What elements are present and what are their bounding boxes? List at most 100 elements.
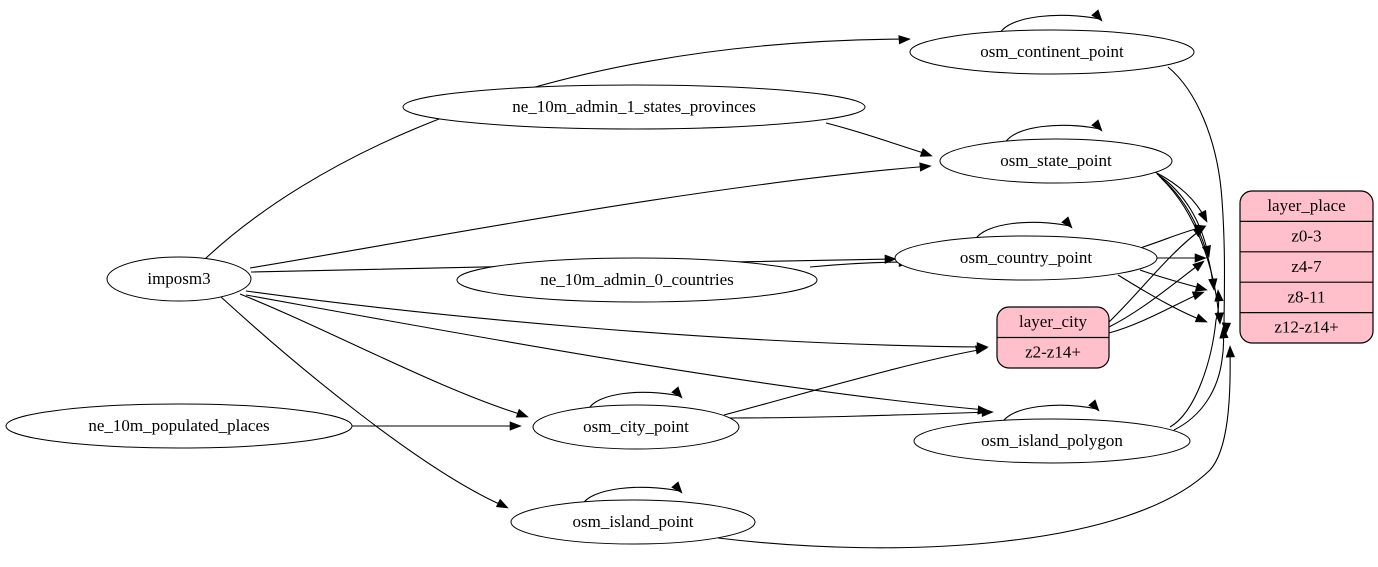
record-row-label: z0-3 bbox=[1291, 227, 1321, 246]
graph-node-ne_10m_admin_1_states_provinces[interactable]: ne_10m_admin_1_states_provinces bbox=[402, 84, 866, 130]
edge-line bbox=[999, 14, 1101, 34]
node-label: ne_10m_populated_places bbox=[88, 416, 269, 435]
edge-line bbox=[1108, 228, 1203, 323]
edge-arrowhead-icon bbox=[1091, 119, 1103, 132]
edge-line bbox=[825, 122, 931, 156]
edge-arrowhead-icon bbox=[1192, 260, 1205, 272]
edge-arrowhead-icon bbox=[1088, 399, 1100, 412]
node-label: imposm3 bbox=[147, 269, 210, 288]
graph-edge bbox=[723, 345, 988, 416]
edge-line bbox=[723, 348, 985, 416]
node-label: ne_10m_admin_0_countries bbox=[540, 270, 734, 289]
graph-edge bbox=[974, 216, 1073, 241]
graph-edge bbox=[1139, 269, 1208, 292]
node-ellipse[interactable] bbox=[106, 256, 252, 302]
graph-node-imposm3[interactable]: imposm3 bbox=[106, 256, 252, 302]
graph-edge bbox=[249, 162, 932, 269]
graph-edge bbox=[999, 9, 1103, 34]
edge-arrowhead-icon bbox=[1225, 345, 1236, 358]
edge-arrowhead-icon bbox=[977, 405, 990, 415]
edge-arrowhead-icon bbox=[884, 254, 897, 264]
node-ellipse[interactable] bbox=[913, 418, 1191, 464]
record-row-layer_city_z2[interactable]: z2-z14+ bbox=[997, 338, 1109, 369]
node-ellipse[interactable] bbox=[5, 403, 353, 449]
node-ellipse[interactable] bbox=[894, 235, 1158, 281]
node-label: osm_state_point bbox=[1000, 151, 1112, 170]
edge-line bbox=[1167, 66, 1226, 331]
node-ellipse[interactable] bbox=[939, 138, 1173, 184]
edge-arrowhead-icon bbox=[898, 35, 911, 45]
record-row-layer_place_z8_11[interactable]: z8-11 bbox=[1240, 282, 1373, 312]
record-row-layer_place_z0_3[interactable]: z0-3 bbox=[1240, 221, 1373, 251]
record-row-layer_place_z12[interactable]: z12-z14+ bbox=[1240, 313, 1373, 343]
edge-arrowhead-icon bbox=[1193, 226, 1206, 238]
edge-line bbox=[1158, 175, 1214, 287]
edge-line bbox=[1001, 404, 1098, 424]
records-layer: layer_place z0-3 z4-7 z8-11 z12-z14+ layer_ci… bbox=[996, 190, 1374, 369]
graph-edge bbox=[1154, 171, 1208, 223]
graph-edge bbox=[1108, 226, 1206, 323]
edge-arrowhead-icon bbox=[1194, 313, 1208, 323]
edge-line bbox=[249, 165, 931, 269]
edge-line bbox=[1108, 292, 1202, 334]
edge-arrowhead-icon bbox=[919, 162, 932, 172]
graph-node-osm_country_point[interactable]: osm_country_point bbox=[894, 235, 1158, 281]
record-row-label: z4-7 bbox=[1291, 257, 1322, 276]
node-label: osm_island_polygon bbox=[981, 431, 1123, 450]
graph-edge bbox=[1173, 326, 1229, 431]
graph-edge bbox=[1117, 274, 1208, 323]
record-box[interactable] bbox=[1239, 190, 1374, 344]
graph-edge bbox=[727, 407, 994, 419]
edge-arrowhead-icon bbox=[1219, 326, 1229, 339]
node-ellipse[interactable] bbox=[402, 84, 866, 130]
edge-line bbox=[245, 294, 987, 411]
graph-node-osm_island_polygon[interactable]: osm_island_polygon bbox=[913, 418, 1191, 464]
record-row-layer_city_header[interactable]: layer_city bbox=[997, 307, 1109, 338]
graph-node-osm_continent_point[interactable]: osm_continent_point bbox=[909, 29, 1195, 75]
node-ellipse[interactable] bbox=[909, 29, 1195, 75]
graph-node-osm_city_point[interactable]: osm_city_point bbox=[532, 404, 740, 450]
edge-arrowhead-icon bbox=[1091, 9, 1103, 22]
graph-record-layer_place[interactable]: layer_place z0-3 z4-7 z8-11 z12-z14+ bbox=[1239, 190, 1374, 344]
edge-line bbox=[220, 296, 507, 508]
graph-node-osm_state_point[interactable]: osm_state_point bbox=[939, 138, 1173, 184]
graph-node-ne_10m_admin_0_countries[interactable]: ne_10m_admin_0_countries bbox=[456, 257, 818, 303]
node-label: osm_continent_point bbox=[980, 42, 1124, 61]
edge-arrowhead-icon bbox=[1197, 209, 1208, 223]
edge-arrowhead-icon bbox=[1194, 253, 1207, 263]
graph-edge bbox=[717, 345, 1236, 549]
record-row-label: z2-z14+ bbox=[1025, 343, 1081, 362]
node-label: osm_city_point bbox=[583, 417, 689, 436]
edge-line bbox=[1156, 173, 1209, 255]
edge-line bbox=[809, 261, 909, 268]
edge-line bbox=[1173, 329, 1225, 431]
node-label: ne_10m_admin_1_states_provinces bbox=[512, 97, 756, 116]
graph-node-osm_island_point[interactable]: osm_island_point bbox=[510, 499, 756, 545]
record-row-layer_place_z4_7[interactable]: z4-7 bbox=[1240, 252, 1373, 282]
graph-edge bbox=[204, 35, 911, 260]
node-label: osm_country_point bbox=[960, 248, 1092, 267]
graph-edge bbox=[1167, 66, 1232, 335]
graph-edge bbox=[1156, 253, 1207, 263]
graph-record-layer_city[interactable]: layer_city z2-z14+ bbox=[996, 306, 1110, 369]
edge-arrowhead-icon bbox=[975, 345, 988, 355]
record-row-layer_place_header[interactable]: layer_place bbox=[1240, 191, 1373, 221]
edge-arrowhead-icon bbox=[495, 498, 509, 509]
record-row-label: z8-11 bbox=[1287, 287, 1325, 306]
edge-arrowhead-icon bbox=[919, 147, 933, 157]
edge-arrowhead-icon bbox=[1214, 289, 1224, 302]
node-ellipse[interactable] bbox=[532, 404, 740, 450]
edge-arrowhead-icon bbox=[671, 386, 683, 399]
edge-line bbox=[1108, 262, 1202, 328]
node-ellipse[interactable] bbox=[456, 257, 818, 303]
edge-line bbox=[717, 349, 1231, 549]
graph-edge bbox=[1108, 291, 1205, 334]
edge-arrowhead-icon bbox=[509, 421, 522, 431]
node-ellipse[interactable] bbox=[510, 499, 756, 545]
edge-arrowhead-icon bbox=[1194, 282, 1208, 292]
edge-line bbox=[1169, 292, 1220, 428]
graph-edge bbox=[1158, 175, 1218, 291]
graph-edge bbox=[220, 296, 509, 509]
graph-node-ne_10m_populated_places[interactable]: ne_10m_populated_places bbox=[5, 403, 353, 449]
